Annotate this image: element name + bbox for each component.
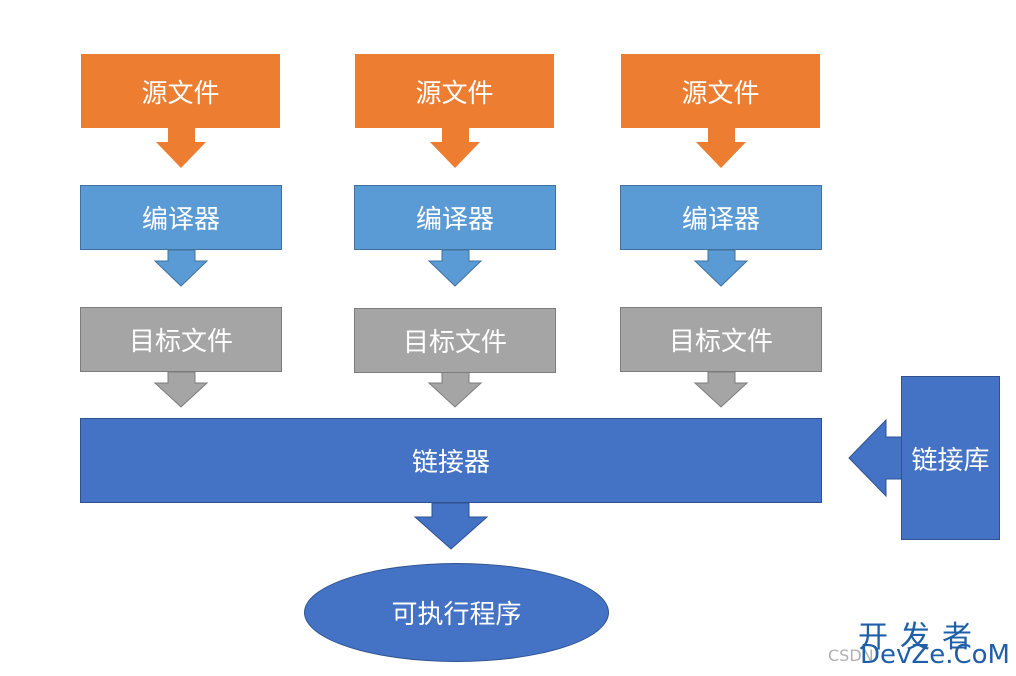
- executable-ellipse: 可执行程序: [304, 563, 609, 662]
- source-file-box-2: 源文件: [355, 54, 554, 128]
- source-file-box-3: 源文件: [621, 54, 820, 128]
- library-box: 链接库: [901, 376, 1000, 540]
- arrow-object-to-linker-2: [427, 371, 483, 408]
- object-file-box-1: 目标文件: [80, 307, 282, 372]
- arrow-compiler-to-object-3: [693, 249, 749, 287]
- arrow-object-to-linker-1: [153, 371, 209, 408]
- watermark-cn: 开发者: [858, 620, 984, 655]
- watermark-en: DevZe.CoM: [860, 640, 1010, 670]
- arrow-source-to-compiler-2: [430, 142, 480, 168]
- arrow-object-to-linker-3: [693, 371, 749, 408]
- arrow-source-to-compiler-1: [156, 142, 206, 168]
- compiler-box-2: 编译器: [354, 185, 556, 250]
- compiler-box-1: 编译器: [80, 185, 282, 250]
- compiler-box-3: 编译器: [620, 185, 822, 250]
- linker-box: 链接器: [80, 418, 822, 503]
- source-file-box-1: 源文件: [81, 54, 280, 128]
- arrow-library-to-linker: [848, 418, 904, 498]
- arrow-compiler-to-object-1: [153, 249, 209, 287]
- arrow-linker-to-executable: [413, 502, 489, 550]
- arrow-source-to-compiler-3: [696, 142, 746, 168]
- object-file-box-3: 目标文件: [620, 307, 822, 372]
- watermark: 开发者 CSDN DevZe.CoM: [828, 612, 1010, 672]
- watermark-csdn: CSDN: [828, 646, 874, 665]
- object-file-box-2: 目标文件: [354, 308, 556, 373]
- arrow-compiler-to-object-2: [427, 249, 483, 287]
